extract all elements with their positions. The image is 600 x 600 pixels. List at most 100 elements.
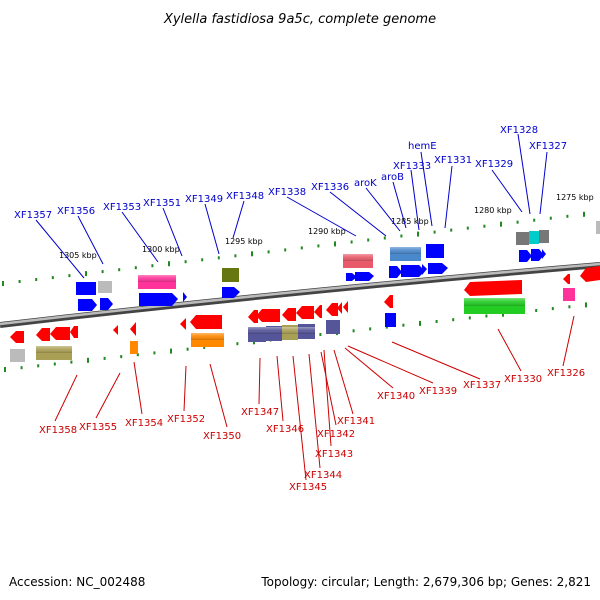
gene-label-XF1345[interactable]: XF1345 — [289, 482, 327, 493]
tick-mark — [483, 224, 486, 228]
tick-mark — [369, 327, 372, 331]
gene-label-XF1358[interactable]: XF1358 — [39, 425, 77, 436]
gene-label-XF1333[interactable]: XF1333 — [393, 161, 431, 172]
tick-label-1275: 1275 kbp — [556, 193, 594, 202]
tick-label-1300: 1300 kbp — [142, 245, 180, 254]
gene-label-XF1353[interactable]: XF1353 — [103, 202, 141, 213]
gene-label-XF1352[interactable]: XF1352 — [167, 414, 205, 425]
gene-XF1354-box — [130, 341, 138, 354]
tick-mark — [136, 353, 139, 357]
gene-XF1352-arrow — [180, 318, 186, 330]
gene-label-XF1354[interactable]: XF1354 — [125, 418, 163, 429]
tick-mark — [101, 270, 104, 274]
tick-mark — [533, 218, 536, 222]
tick-mark — [352, 329, 355, 333]
gene-label-aroB[interactable]: aroB — [381, 172, 404, 183]
gene-label-XF1356[interactable]: XF1356 — [57, 206, 95, 217]
gene-label-XF1338[interactable]: XF1338 — [268, 187, 306, 198]
tick-mark — [168, 261, 170, 267]
tick-mark — [68, 274, 71, 278]
tick-label-1295: 1295 kbp — [225, 237, 263, 246]
tick-mark — [383, 236, 386, 240]
tick-mark — [87, 357, 89, 363]
tick-mark — [37, 364, 40, 368]
gene-label-XF1344[interactable]: XF1344 — [304, 470, 342, 481]
top-leader-lines — [35, 133, 548, 279]
tick-mark — [170, 348, 172, 354]
gene-label-XF1355[interactable]: XF1355 — [79, 422, 117, 433]
tick-mark — [234, 254, 237, 258]
tick-mark — [551, 307, 554, 311]
tick-mark — [53, 362, 56, 366]
tick-mark — [367, 238, 370, 242]
gene-XF1348-box — [222, 268, 239, 282]
tick-mark — [18, 280, 21, 283]
gene-aroB-arrow — [401, 265, 425, 277]
gene-label-XF1328[interactable]: XF1328 — [500, 125, 538, 136]
gene-label-hemE[interactable]: hemE — [408, 141, 437, 152]
tick-mark — [236, 342, 239, 346]
tick-mark — [334, 241, 336, 247]
gene-label-XF1331[interactable]: XF1331 — [434, 155, 472, 166]
gene-label-XF1341[interactable]: XF1341 — [337, 416, 375, 427]
genome-backbone — [0, 262, 600, 328]
tick-mark — [585, 302, 587, 308]
forward-genes — [76, 221, 600, 311]
tick-mark — [435, 320, 438, 323]
gene-label-XF1343[interactable]: XF1343 — [315, 449, 353, 460]
gene-label-XF1347[interactable]: XF1347 — [241, 407, 279, 418]
tick-mark — [502, 311, 504, 317]
gene-label-XF1350[interactable]: XF1350 — [203, 431, 241, 442]
tick-mark — [317, 244, 320, 248]
gene-XF1356-box — [76, 282, 96, 295]
tick-mark — [51, 276, 54, 280]
gene-arrow-rev — [10, 331, 24, 343]
gene-label-aroK[interactable]: aroK — [354, 178, 377, 189]
gene-label-XF1351[interactable]: XF1351 — [143, 198, 181, 209]
gene-label-XF1330[interactable]: XF1330 — [504, 374, 542, 385]
tick-mark — [450, 228, 453, 232]
tick-mark — [452, 318, 455, 322]
gene-label-XF1337[interactable]: XF1337 — [463, 380, 501, 391]
gene-XF1329-box — [516, 232, 529, 245]
tick-mark — [118, 268, 121, 272]
tick-mark — [350, 240, 353, 244]
gene-label-XF1342[interactable]: XF1342 — [317, 429, 355, 440]
tick-mark — [184, 260, 187, 264]
tick-mark — [70, 360, 73, 364]
gene-label-XF1357[interactable]: XF1357 — [14, 210, 52, 221]
gene-label-XF1339[interactable]: XF1339 — [419, 386, 457, 397]
tick-mark — [535, 309, 538, 312]
gene-XF1358-box — [10, 349, 25, 362]
gene-XF1331-arrow — [428, 263, 448, 274]
topology-text: Topology: circular; Length: 2,679,306 bp… — [260, 575, 591, 589]
bottom-leader-lines — [54, 315, 575, 481]
tick-label-1285: 1285 kbp — [391, 217, 429, 226]
tick-mark — [468, 316, 471, 320]
tick-mark — [217, 256, 220, 260]
tick-mark — [319, 333, 322, 336]
gene-label-XF1336[interactable]: XF1336 — [311, 182, 349, 193]
gene-arrow-small — [183, 292, 187, 302]
outer-tick-row — [2, 211, 585, 286]
tick-mark — [186, 347, 189, 351]
gene-label-XF1329[interactable]: XF1329 — [475, 159, 513, 170]
gene-arrow-fwd — [78, 299, 97, 311]
gene-label-XF1326[interactable]: XF1326 — [547, 368, 585, 379]
tick-mark — [20, 366, 23, 370]
gene-XF1328-box — [529, 231, 539, 244]
gene-label-XF1327[interactable]: XF1327 — [529, 141, 567, 152]
tick-mark — [385, 325, 388, 329]
gene-hemE-box — [426, 244, 444, 258]
gene-label-XF1340[interactable]: XF1340 — [377, 391, 415, 402]
gene-label-XF1346[interactable]: XF1346 — [266, 424, 304, 435]
tick-mark — [400, 234, 403, 238]
gene-label-XF1348[interactable]: XF1348 — [226, 191, 264, 202]
gene-label-XF1349[interactable]: XF1349 — [185, 194, 223, 205]
tick-mark — [433, 230, 436, 234]
tick-mark — [566, 214, 569, 218]
tick-mark — [151, 264, 154, 268]
tick-mark — [417, 231, 419, 237]
gene-XF1339-arrow — [384, 295, 393, 308]
tick-mark — [4, 367, 6, 372]
